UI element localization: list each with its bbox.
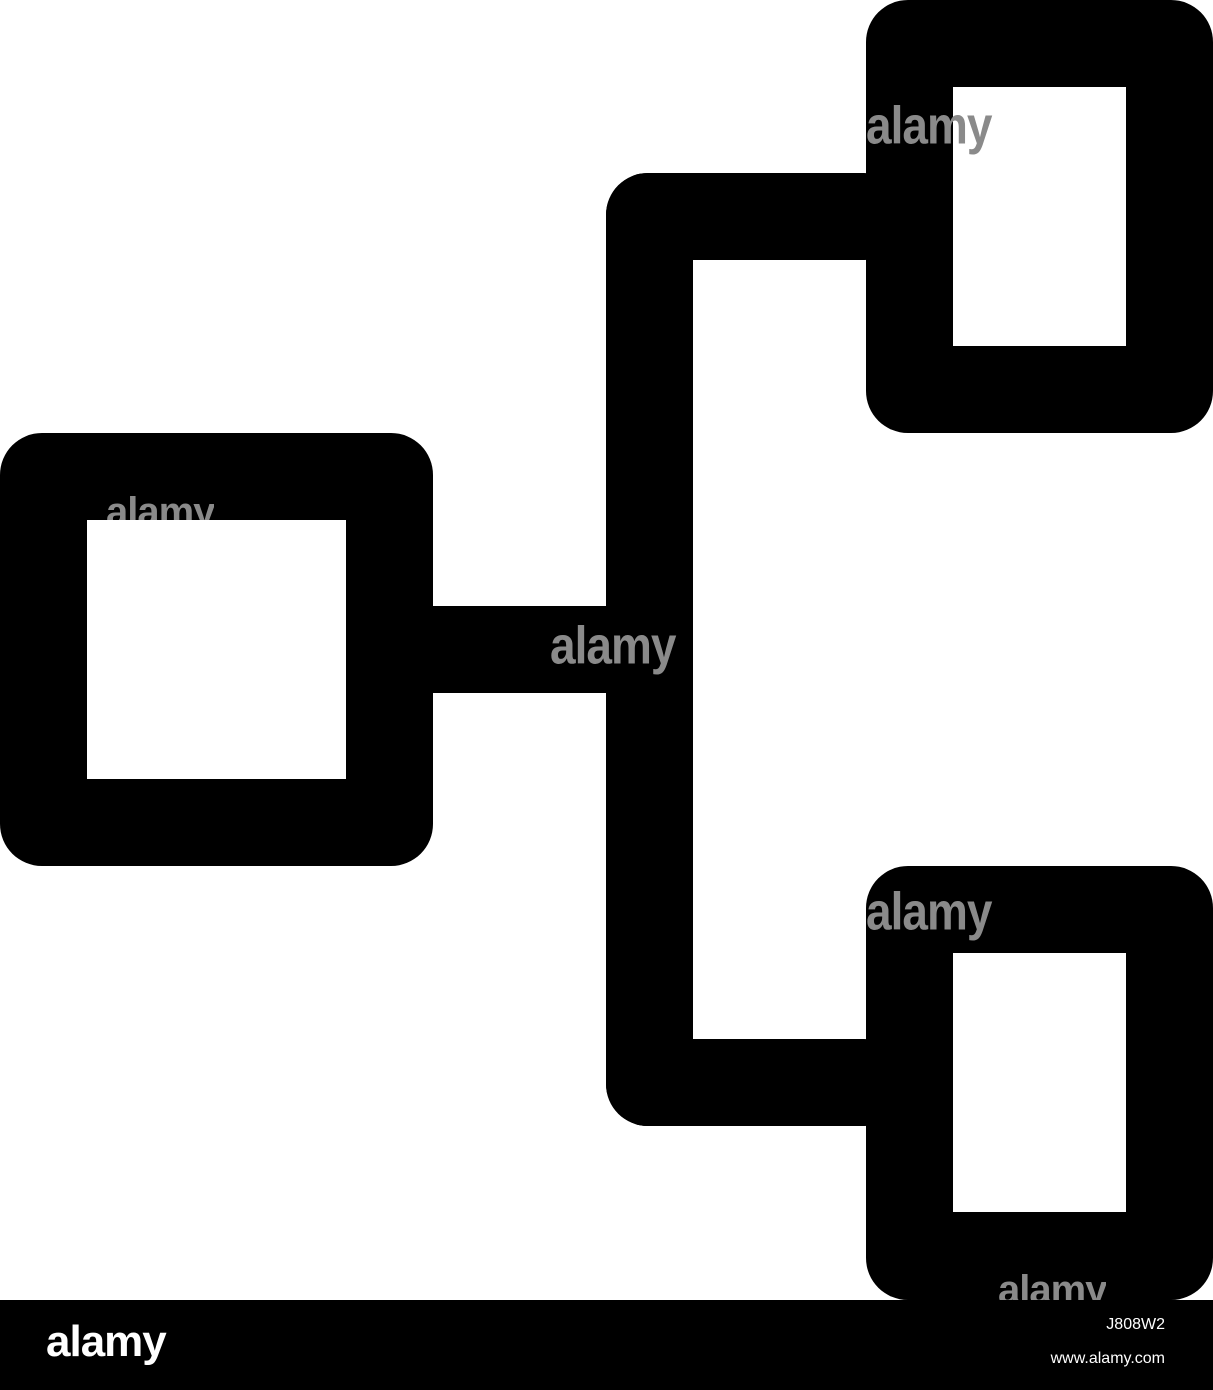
top-right-node-box xyxy=(866,0,1213,433)
footer-bar: alamy J808W2 www.alamy.com xyxy=(0,1300,1213,1390)
left-node-box xyxy=(0,433,433,866)
footer-url: www.alamy.com xyxy=(1050,1350,1165,1367)
alamy-logo: alamy xyxy=(46,1317,167,1366)
top-connector xyxy=(606,173,906,260)
watermark-left: alamy xyxy=(106,490,215,520)
connector-lines xyxy=(400,173,906,1126)
watermark-bottom: alamy xyxy=(998,1268,1107,1300)
bottom-right-node-box xyxy=(866,866,1213,1300)
watermark-top-right: alamy xyxy=(866,95,992,155)
watermark-mid-right: alamy xyxy=(866,881,992,941)
bottom-connector xyxy=(606,1039,906,1126)
image-id: J808W2 xyxy=(1106,1316,1165,1333)
vertical-trunk xyxy=(606,173,693,1126)
hierarchy-structure-icon xyxy=(0,0,1213,1300)
watermark-center: alamy xyxy=(550,615,676,675)
